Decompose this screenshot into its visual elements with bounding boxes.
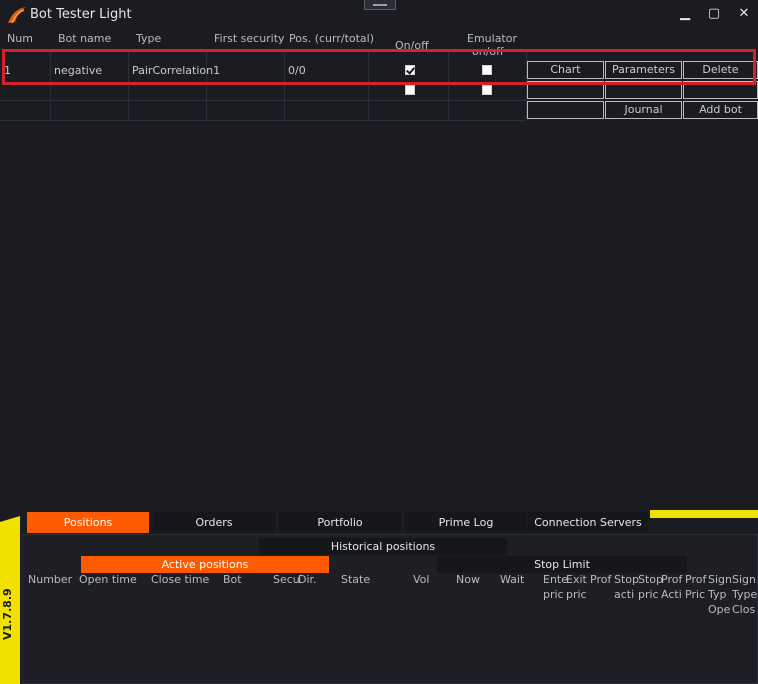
drag-handle[interactable] — [364, 0, 396, 10]
emulator-checkbox[interactable] — [482, 85, 492, 95]
header-num: Num — [7, 32, 33, 45]
tab-portfolio[interactable]: Portfolio — [279, 512, 401, 533]
header-bot-name: Bot name — [58, 32, 112, 45]
row-type: PairCorrelation1 — [132, 64, 221, 77]
column-header[interactable]: Secu — [273, 573, 300, 586]
column-header[interactable]: Stop pric — [638, 573, 664, 601]
column-header[interactable]: Ente pric — [543, 573, 569, 601]
column-header[interactable]: Wait — [500, 573, 525, 586]
tab-prime-log[interactable]: Prime Log — [405, 512, 527, 533]
header-type: Type — [136, 32, 162, 45]
minimize-button[interactable]: ▁ — [680, 6, 690, 21]
row-position: 0/0 — [288, 64, 306, 77]
column-header[interactable]: Vol — [413, 573, 430, 586]
header-first-security: First security — [214, 32, 285, 45]
column-header[interactable]: Dir. — [298, 573, 317, 586]
title-bar: Bot Tester Light ▁ ▢ ✕ — [0, 0, 758, 30]
header-position: Pos. (curr/total) — [289, 32, 375, 45]
selected-row-highlight — [2, 49, 756, 85]
app-logo-icon — [8, 7, 26, 24]
column-header[interactable]: State — [341, 573, 371, 586]
row-bot-name: negative — [54, 64, 103, 77]
empty-button[interactable] — [527, 101, 604, 119]
parameters-button[interactable]: Parameters — [605, 61, 682, 79]
empty-button[interactable] — [605, 81, 682, 99]
column-header[interactable]: Sign Type Clos — [732, 573, 758, 616]
chart-button[interactable]: Chart — [527, 61, 604, 79]
column-header[interactable]: Open time — [79, 573, 137, 586]
column-header[interactable]: Bot — [223, 573, 242, 586]
tab-stop-limit[interactable]: Stop Limit — [437, 556, 687, 573]
column-header[interactable]: Exit pric — [566, 573, 587, 601]
bottom-panel: V1.7.8.9 Positions Orders Portfolio Prim… — [0, 510, 758, 684]
tab-active-positions[interactable]: Active positions — [81, 556, 329, 573]
column-header[interactable]: Prof — [590, 573, 612, 586]
add-bot-button[interactable]: Add bot — [683, 101, 758, 119]
version-badge: V1.7.8.9 — [0, 516, 20, 684]
delete-button[interactable]: Delete — [683, 61, 758, 79]
tab-orders[interactable]: Orders — [153, 512, 275, 533]
column-header[interactable]: Stop acti — [614, 573, 640, 601]
accent-strip — [650, 510, 758, 518]
tab-connection-servers[interactable]: Connection Servers — [528, 512, 648, 533]
tab-historical-positions[interactable]: Historical positions — [259, 538, 507, 555]
version-label: V1.7.8.9 — [1, 588, 14, 640]
tab-positions[interactable]: Positions — [27, 512, 149, 533]
window-title: Bot Tester Light — [30, 7, 132, 22]
column-header[interactable]: Sign Typ Ope — [708, 573, 732, 616]
journal-button[interactable]: Journal — [605, 101, 682, 119]
onoff-checkbox[interactable] — [405, 85, 415, 95]
column-header[interactable]: Prof Acti — [661, 573, 683, 601]
maximize-button[interactable]: ▢ — [707, 6, 721, 21]
header-onoff: On/off — [395, 39, 429, 52]
column-header[interactable]: Close time — [151, 573, 210, 586]
row-num: 1 — [4, 64, 11, 77]
empty-button[interactable] — [527, 81, 604, 99]
column-header[interactable]: Number — [28, 573, 73, 586]
positions-panel: Historical positions Active positions St… — [22, 534, 758, 684]
column-header[interactable]: Now — [456, 573, 480, 586]
close-button[interactable]: ✕ — [738, 6, 750, 21]
emulator-checkbox[interactable] — [482, 65, 492, 75]
column-header[interactable]: Prof Pric — [685, 573, 707, 601]
header-emulator: Emulator — [467, 32, 517, 45]
onoff-checkbox[interactable] — [405, 65, 415, 75]
